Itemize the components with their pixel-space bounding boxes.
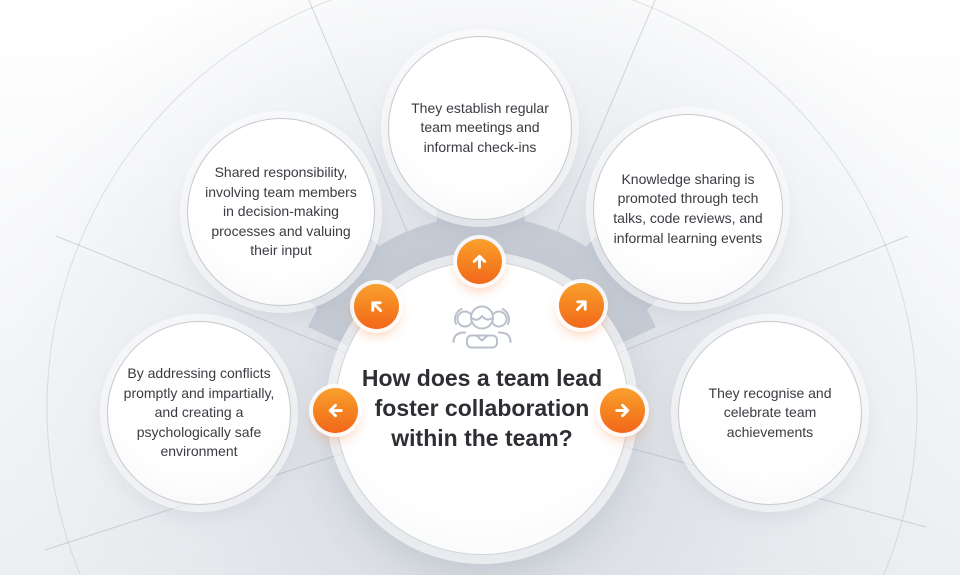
answer-bubble-left: By addressing conflicts promptly and imp… xyxy=(107,321,291,505)
answer-text-top-right: Knowledge sharing is promoted through te… xyxy=(613,170,763,246)
arrow-button-left[interactable] xyxy=(313,388,358,433)
left-arrow-icon xyxy=(328,403,343,418)
up-left-arrow-icon xyxy=(371,301,383,313)
question-title: How does a team lead foster collaboratio… xyxy=(361,365,603,451)
answer-text-right: They recognise and celebrate team achiev… xyxy=(708,384,832,440)
answer-bubble-top-left: Shared responsibility, involving team me… xyxy=(187,118,375,306)
arrow-button-right[interactable] xyxy=(600,388,645,433)
answer-text-left: By addressing conflicts promptly and imp… xyxy=(123,365,275,460)
up-right-arrow-icon xyxy=(575,300,587,312)
team-people-icon xyxy=(452,305,512,349)
arrow-button-up-left[interactable] xyxy=(354,284,399,329)
arrow-button-up[interactable] xyxy=(457,239,502,284)
answer-bubble-top-right: Knowledge sharing is promoted through te… xyxy=(593,114,783,304)
up-arrow-icon xyxy=(472,254,487,269)
answer-text-top-left: Shared responsibility, involving team me… xyxy=(205,164,357,259)
right-arrow-icon xyxy=(615,403,630,418)
answer-text-top: They establish regular team meetings and… xyxy=(411,99,549,155)
answer-bubble-right: They recognise and celebrate team achiev… xyxy=(678,321,862,505)
answer-bubble-top: They establish regular team meetings and… xyxy=(388,36,572,220)
outer-ring-line xyxy=(46,0,918,575)
arrow-button-up-right[interactable] xyxy=(559,283,604,328)
question-hub: How does a team lead foster collaboratio… xyxy=(335,261,629,555)
hub-ring-band xyxy=(308,216,656,349)
